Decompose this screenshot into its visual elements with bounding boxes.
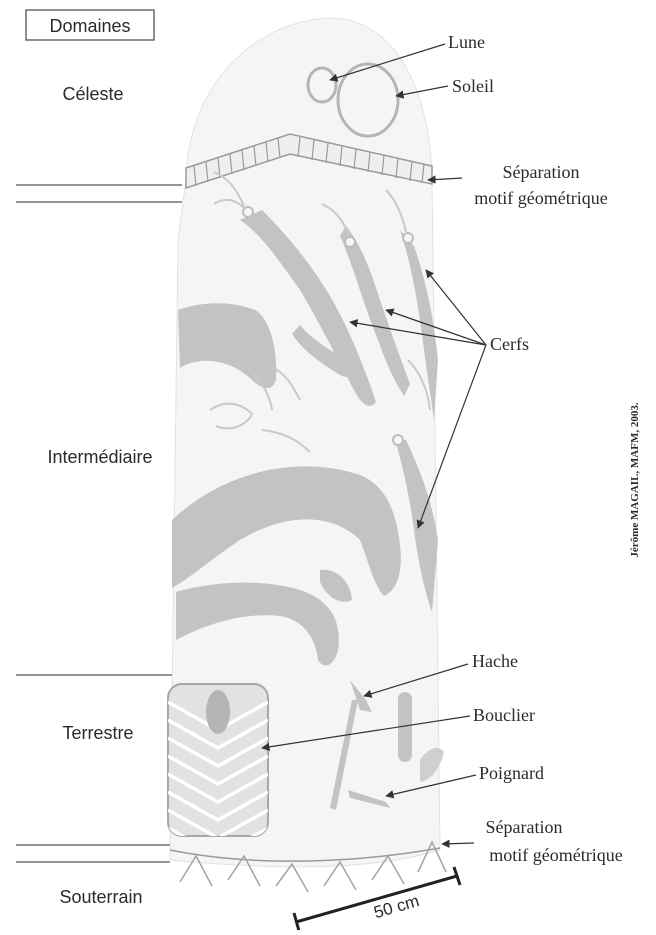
- scale-bar: 50 cm: [294, 867, 460, 930]
- label-separation-bottom-2: motif géométrique: [489, 845, 622, 865]
- legend-title: Domaines: [49, 16, 130, 36]
- credit-text: Jérôme MAGAIL, MAFM, 2003.: [629, 402, 641, 557]
- label-hache: Hache: [472, 651, 518, 671]
- domain-separator-lines: [16, 185, 182, 862]
- scale-label: 50 cm: [372, 891, 422, 922]
- label-separation-bottom-1: Séparation: [486, 817, 563, 837]
- label-lune: Lune: [448, 32, 485, 52]
- shield-figure: [168, 684, 268, 856]
- label-bouclier: Bouclier: [473, 705, 535, 725]
- label-separation-top-2: motif géométrique: [474, 188, 607, 208]
- label-soleil: Soleil: [452, 76, 494, 96]
- label-poignard: Poignard: [479, 763, 544, 783]
- label-cerfs: Cerfs: [490, 334, 529, 354]
- domain-terrestre: Terrestre: [62, 723, 133, 743]
- domain-souterrain: Souterrain: [59, 887, 142, 907]
- domain-celeste: Céleste: [62, 84, 123, 104]
- label-separation-top-1: Séparation: [503, 162, 580, 182]
- domain-intermediaire: Intermédiaire: [47, 447, 152, 467]
